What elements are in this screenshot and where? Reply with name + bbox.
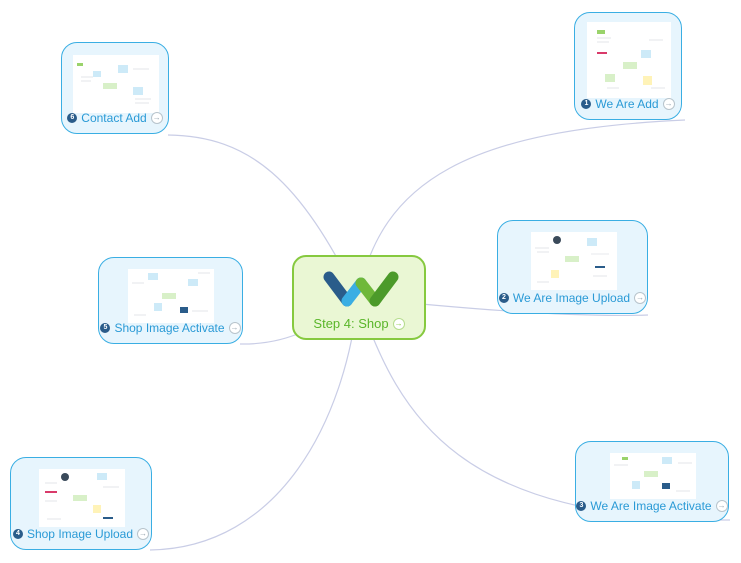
topic-label: 2 We Are Image Upload →	[498, 291, 647, 305]
topic-preview-thumbnail	[73, 55, 159, 113]
topic-title: We Are Image Activate	[590, 499, 712, 513]
central-topic-label: Step 4: Shop →	[294, 316, 424, 331]
arrow-right-circle-icon[interactable]: →	[715, 500, 728, 512]
w-logo-icon	[321, 269, 401, 309]
arrow-right-circle-icon[interactable]: →	[392, 317, 405, 330]
topic-preview-thumbnail	[39, 469, 125, 527]
connector-shop-image-upload	[149, 297, 359, 551]
topic-number-badge: 4	[12, 529, 23, 539]
topic-label: 1 We Are Add →	[575, 97, 681, 111]
topic-number-badge: 3	[576, 501, 587, 511]
topic-shop-image-upload[interactable]: 4 Shop Image Upload →	[10, 457, 152, 550]
arrow-right-circle-icon[interactable]: →	[137, 528, 150, 540]
topic-we-are-image-activate[interactable]: 3 We Are Image Activate →	[575, 441, 729, 522]
central-topic-title: Step 4: Shop	[313, 316, 389, 331]
topic-we-are-image-upload[interactable]: 2 We Are Image Upload →	[497, 220, 648, 314]
topic-title: Shop Image Upload	[26, 527, 134, 541]
topic-number-badge: 6	[67, 113, 78, 123]
topic-preview-thumbnail	[531, 232, 617, 290]
topic-number-badge: 1	[581, 99, 592, 109]
arrow-right-circle-icon[interactable]: →	[228, 322, 241, 334]
arrow-right-circle-icon[interactable]: →	[634, 292, 647, 304]
topic-we-are-add[interactable]: 1 We Are Add →	[574, 12, 682, 120]
topic-label: 3 We Are Image Activate →	[576, 499, 728, 513]
topic-title: We Are Add	[595, 97, 659, 111]
topic-contact-add[interactable]: 6 Contact Add →	[61, 42, 169, 134]
topic-title: We Are Image Upload	[512, 291, 631, 305]
topic-shop-image-activate[interactable]: 5 Shop Image Activate →	[98, 257, 243, 344]
arrow-right-circle-icon[interactable]: →	[150, 112, 163, 124]
topic-preview-thumbnail	[610, 453, 696, 499]
arrow-right-circle-icon[interactable]: →	[662, 98, 675, 110]
central-topic-step-4-shop[interactable]: Step 4: Shop →	[292, 255, 426, 340]
topic-title: Contact Add	[81, 111, 147, 125]
topic-title: Shop Image Activate	[114, 321, 225, 335]
topic-label: 5 Shop Image Activate →	[99, 321, 242, 335]
topic-label: 4 Shop Image Upload →	[11, 527, 151, 541]
topic-label: 6 Contact Add →	[62, 111, 168, 125]
topic-preview-thumbnail	[587, 22, 671, 98]
topic-number-badge: 5	[100, 323, 111, 333]
topic-number-badge: 2	[498, 293, 509, 303]
topic-preview-thumbnail	[128, 269, 214, 323]
connector-we-are-add	[357, 119, 686, 299]
